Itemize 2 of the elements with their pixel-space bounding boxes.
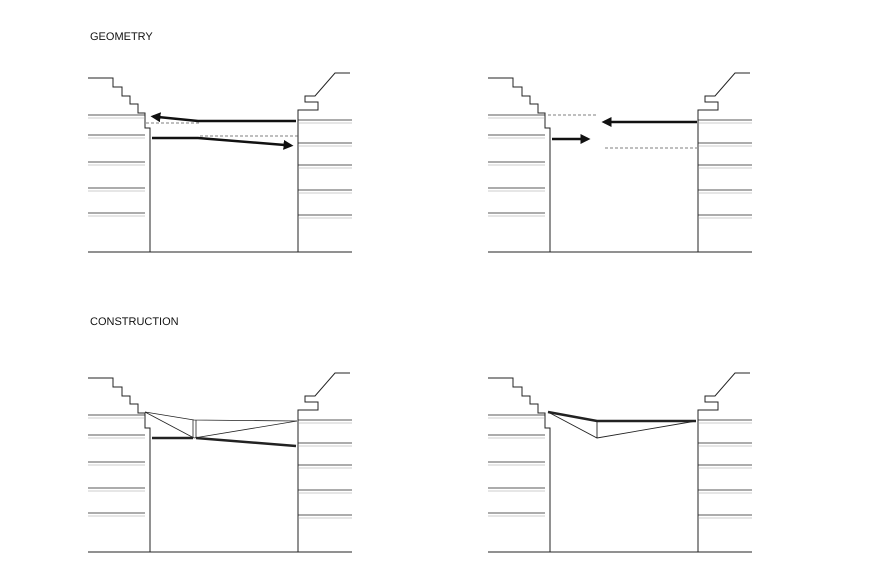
section-heading: CONSTRUCTION xyxy=(90,315,179,330)
section-heading: GEOMETRY xyxy=(90,30,153,45)
